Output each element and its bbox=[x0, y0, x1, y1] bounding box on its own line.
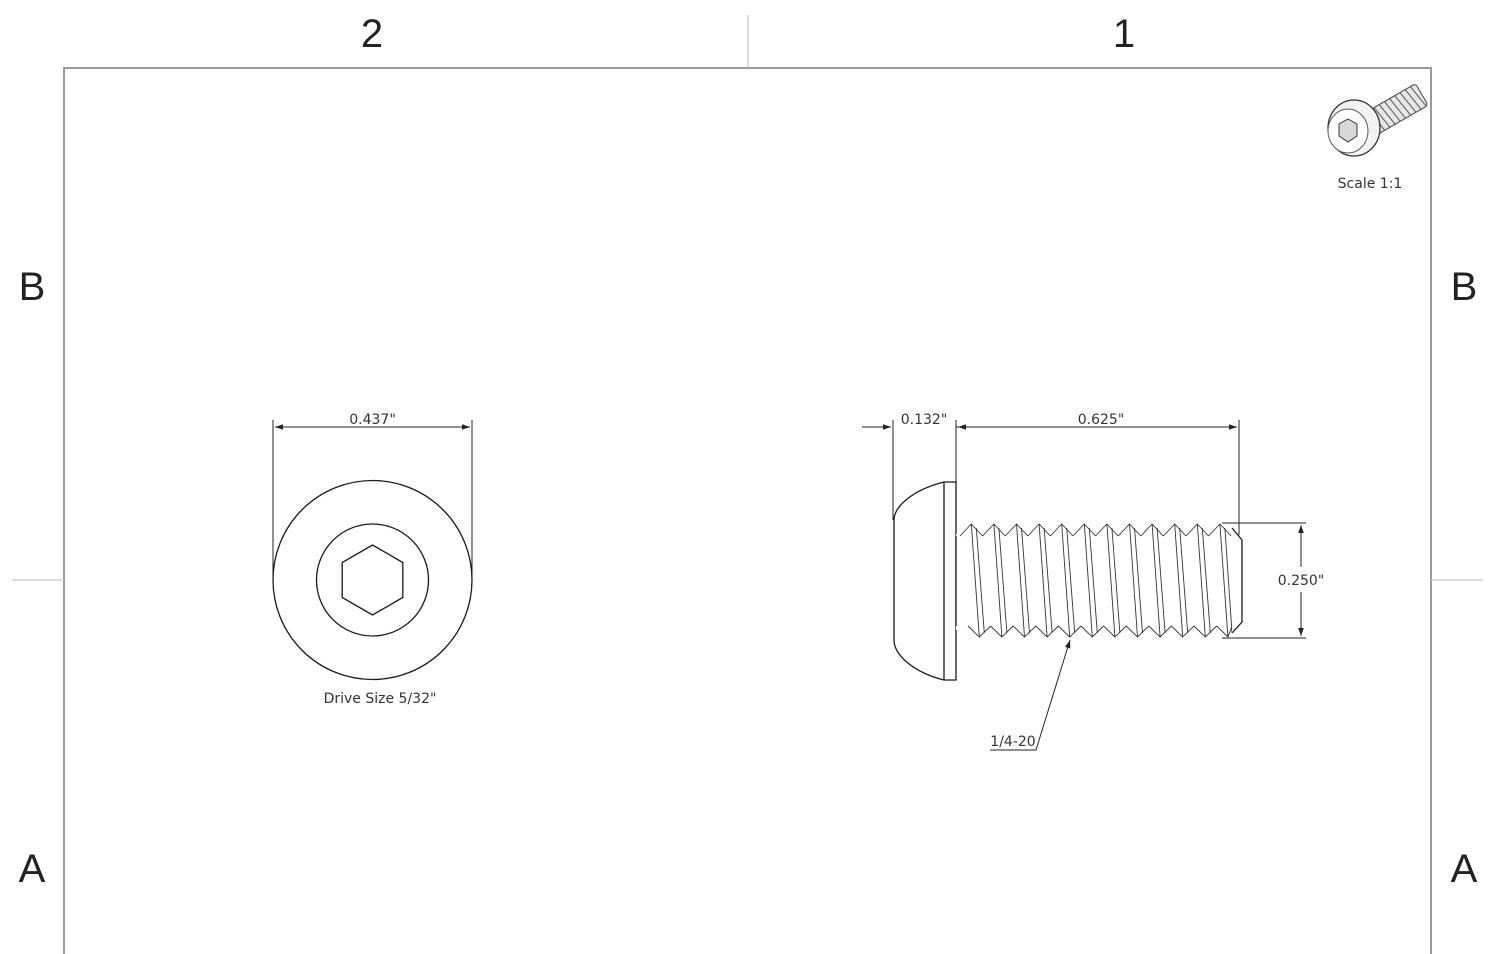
thread-callout-label: 1/4-20 bbox=[990, 734, 1035, 750]
side-view bbox=[862, 420, 1306, 751]
button-head-screw-icon bbox=[1327, 84, 1428, 157]
zone-label-b-right: B bbox=[1451, 265, 1478, 309]
drive-size-note: Drive Size 5/32" bbox=[324, 691, 437, 707]
button-head-profile bbox=[893, 481, 957, 681]
zone-label-1: 1 bbox=[1113, 12, 1135, 56]
head-height-label: 0.132" bbox=[901, 412, 948, 428]
head-diameter-label: 0.437" bbox=[349, 412, 396, 428]
thread-crest-lines bbox=[959, 523, 1233, 638]
thread-callout-leader bbox=[990, 639, 1071, 751]
hex-socket-icon bbox=[341, 544, 404, 616]
sheet-border bbox=[12, 15, 1483, 954]
zone-label-a-right: A bbox=[1451, 847, 1478, 891]
length-label: 0.625" bbox=[1078, 412, 1125, 428]
thread-shank bbox=[955, 523, 1243, 638]
zone-label-a-left: A bbox=[19, 847, 46, 891]
zone-label-b-left: B bbox=[19, 265, 46, 309]
front-view bbox=[272, 420, 473, 681]
thread-diameter-label: 0.250" bbox=[1278, 573, 1325, 589]
zone-label-2: 2 bbox=[361, 12, 383, 56]
thread-end-chamfer bbox=[955, 527, 1243, 634]
iso-scale-label: Scale 1:1 bbox=[1338, 176, 1403, 192]
